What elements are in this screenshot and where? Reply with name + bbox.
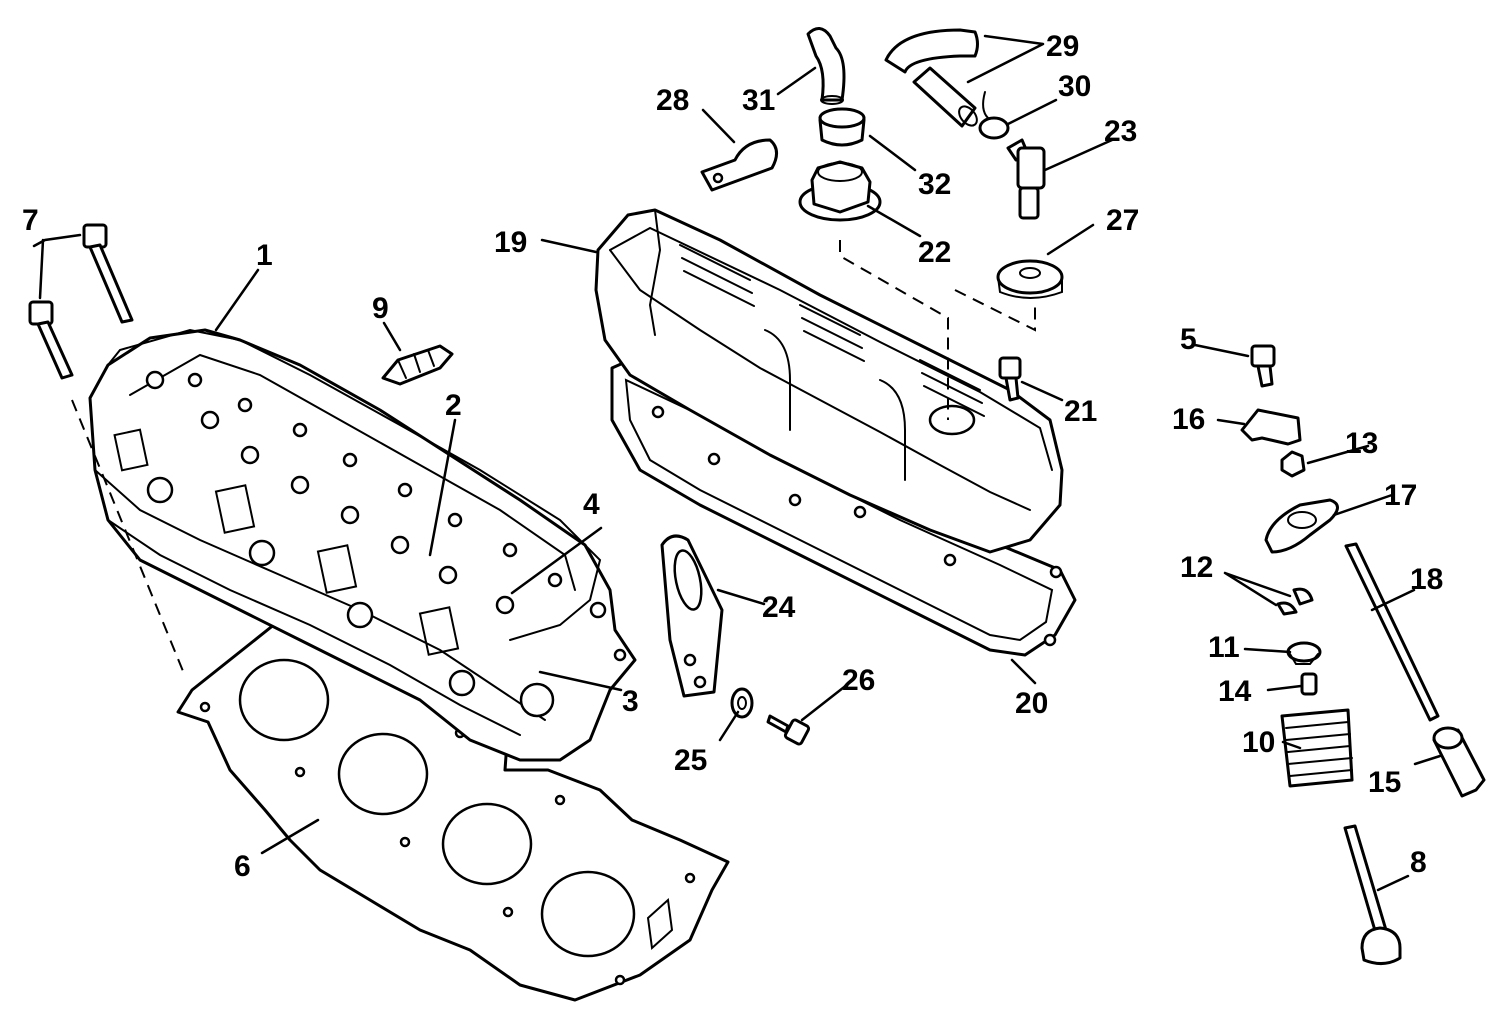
rocker-bolt [1250,344,1276,388]
callout-28: 28 [656,84,689,117]
rocker-arm [1264,498,1339,554]
callout-18: 18 [1410,563,1443,596]
callout-29: 29 [1046,30,1079,63]
callout-24: 24 [762,591,796,624]
hose-clamp [978,91,1010,140]
callout-7: 7 [22,204,39,237]
callout-27: 27 [1106,204,1139,237]
callout-22: 22 [918,236,951,269]
lifting-bracket [660,534,724,698]
callout-12: 12 [1180,551,1213,584]
callout-3: 3 [622,685,639,718]
callout-1: 1 [256,239,273,272]
callout-19: 19 [494,226,527,259]
callout-8: 8 [1410,846,1427,879]
elbow-fitting [806,27,846,105]
callout-30: 30 [1058,70,1091,103]
hose-clip [700,138,778,192]
head-bolt-short [28,300,74,380]
valve-cover-bolt [998,356,1022,402]
callout-25: 25 [674,744,707,777]
valve-keepers [1276,587,1314,616]
callout-31: 31 [742,84,775,117]
callout-32: 32 [918,168,951,201]
callout-labels: 1 2 3 4 5 6 7 8 9 10 11 12 13 14 15 16 1… [22,30,1443,883]
head-gasket [176,610,730,1002]
callout-2: 2 [445,389,462,422]
cylinder-head [88,328,637,762]
spark-plug [381,344,454,386]
callout-16: 16 [1172,403,1205,436]
callout-5: 5 [1180,323,1197,356]
cap-grommet [996,259,1064,299]
valve [1343,824,1402,965]
callout-21: 21 [1064,395,1097,428]
valve-stem-seal [1300,672,1318,696]
rocker-guide-plate [1240,408,1302,446]
callout-9: 9 [372,292,389,325]
callout-4: 4 [583,488,600,521]
callout-26: 26 [842,664,875,697]
bracket-bolt [766,714,811,746]
callout-23: 23 [1104,115,1137,148]
callout-15: 15 [1368,766,1401,799]
rocker-nut [1280,450,1306,478]
callout-6: 6 [234,850,251,883]
pushrod [1344,542,1440,722]
valve-spring [1280,708,1354,788]
assembly-dashed-lines [71,240,1036,677]
grommet [818,107,866,147]
hydraulic-lifter [1432,726,1486,798]
callout-11: 11 [1208,631,1240,664]
callout-10: 10 [1242,726,1275,759]
valve-cover [594,208,1064,554]
oil-filler-cap [798,160,882,222]
breather-hose-straight [912,66,978,128]
valve-spring-retainer [1286,641,1322,665]
pcv-valve [1006,138,1046,220]
washer [730,687,754,719]
head-bolt-long [82,223,134,324]
callout-20: 20 [1015,687,1048,720]
breather-hose-curved [884,28,979,74]
leader-lines [32,34,1442,892]
callout-17: 17 [1384,479,1417,512]
callout-14: 14 [1218,675,1252,708]
callout-13: 13 [1345,427,1378,460]
